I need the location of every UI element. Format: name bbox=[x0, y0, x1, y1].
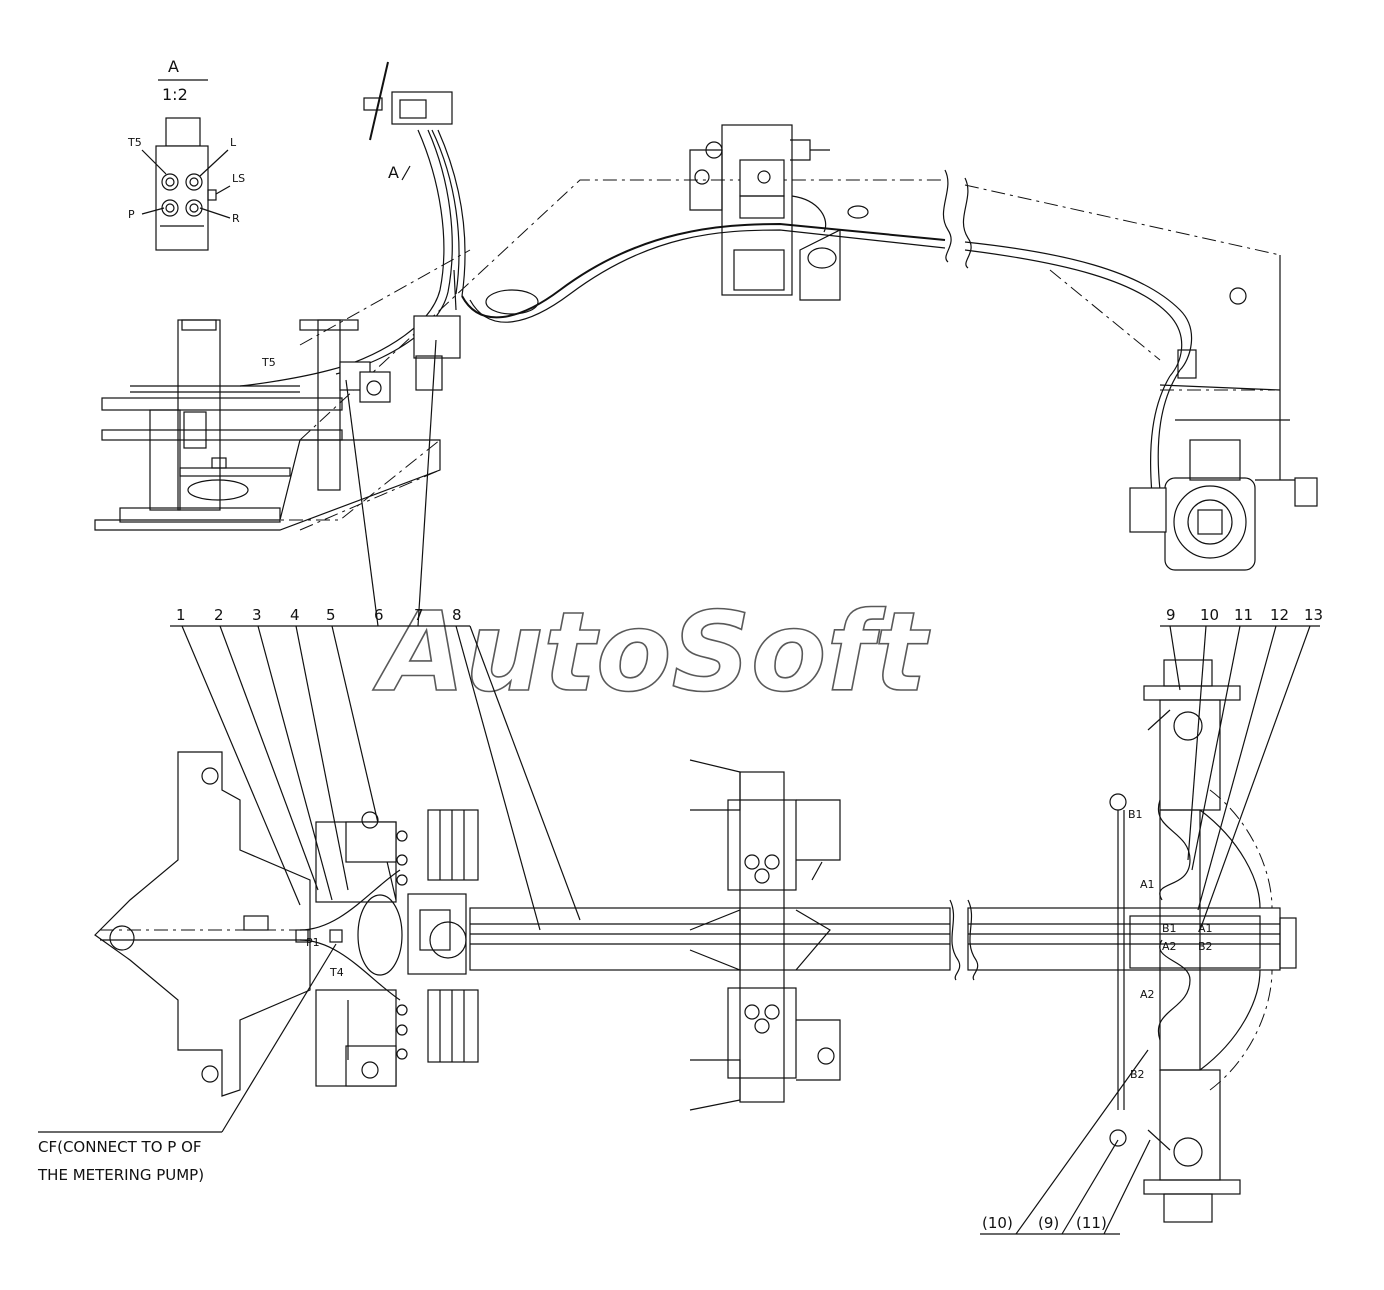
port-label-p: P bbox=[128, 208, 135, 221]
part-number-5: 5 bbox=[326, 606, 336, 624]
plan-view bbox=[94, 659, 1297, 1223]
part-number-6: 6 bbox=[374, 606, 384, 624]
port-p1: P1 bbox=[306, 936, 320, 949]
cf-note-line2: THE METERING PUMP) bbox=[37, 1166, 204, 1184]
part-number-10: 10 bbox=[1200, 606, 1219, 624]
view-marker-a: A bbox=[388, 163, 399, 182]
detail-scale: 1:2 bbox=[162, 85, 188, 104]
part-number-4: 4 bbox=[290, 606, 300, 624]
cf-note-line1: CF(CONNECT TO P OF bbox=[38, 1138, 202, 1156]
part-number-1: 1 bbox=[176, 606, 186, 624]
part-number-3: 3 bbox=[252, 606, 262, 624]
port-b1-left: B1 bbox=[1128, 808, 1143, 821]
part-number-12: 12 bbox=[1270, 606, 1289, 624]
port-label-l: L bbox=[230, 136, 237, 149]
side-view: A bbox=[94, 61, 1318, 571]
ref-number-10: (10) bbox=[982, 1214, 1013, 1232]
port-a1-right: A1 bbox=[1198, 922, 1213, 935]
part-number-13: 13 bbox=[1304, 606, 1323, 624]
port-t5-side: T5 bbox=[261, 356, 276, 369]
port-label-t5: T5 bbox=[127, 136, 142, 149]
ref-number-11: (11) bbox=[1076, 1214, 1107, 1232]
plan-port-labels: B1 A1 B1 A1 A2 B2 A2 B2 P1 T4 T5 bbox=[261, 356, 1213, 1081]
port-label-r: R bbox=[232, 212, 240, 225]
part-number-11: 11 bbox=[1234, 606, 1253, 624]
port-a1-left: A1 bbox=[1140, 878, 1155, 891]
port-b2-left: B2 bbox=[1130, 1068, 1145, 1081]
port-b2-right: B2 bbox=[1198, 940, 1213, 953]
part-number-9: 9 bbox=[1166, 606, 1176, 624]
steering-wheel bbox=[369, 61, 389, 141]
reference-callouts: (10) (9) (11) bbox=[980, 1049, 1151, 1235]
detail-view-a: A 1:2 T5 L LS P R bbox=[127, 57, 245, 251]
port-b1-mid: B1 bbox=[1162, 922, 1177, 935]
port-a2-left: A2 bbox=[1140, 988, 1155, 1001]
port-a2-mid: A2 bbox=[1162, 940, 1177, 953]
port-label-ls: LS bbox=[232, 172, 245, 185]
cf-note: CF(CONNECT TO P OF THE METERING PUMP) bbox=[37, 943, 337, 1184]
watermark-text: AutoSoft bbox=[372, 588, 930, 716]
detail-view-label: A bbox=[168, 57, 179, 76]
port-t4: T4 bbox=[329, 966, 344, 979]
ref-number-9: (9) bbox=[1038, 1214, 1059, 1232]
part-number-2: 2 bbox=[214, 606, 224, 624]
part-number-8: 8 bbox=[452, 606, 462, 624]
